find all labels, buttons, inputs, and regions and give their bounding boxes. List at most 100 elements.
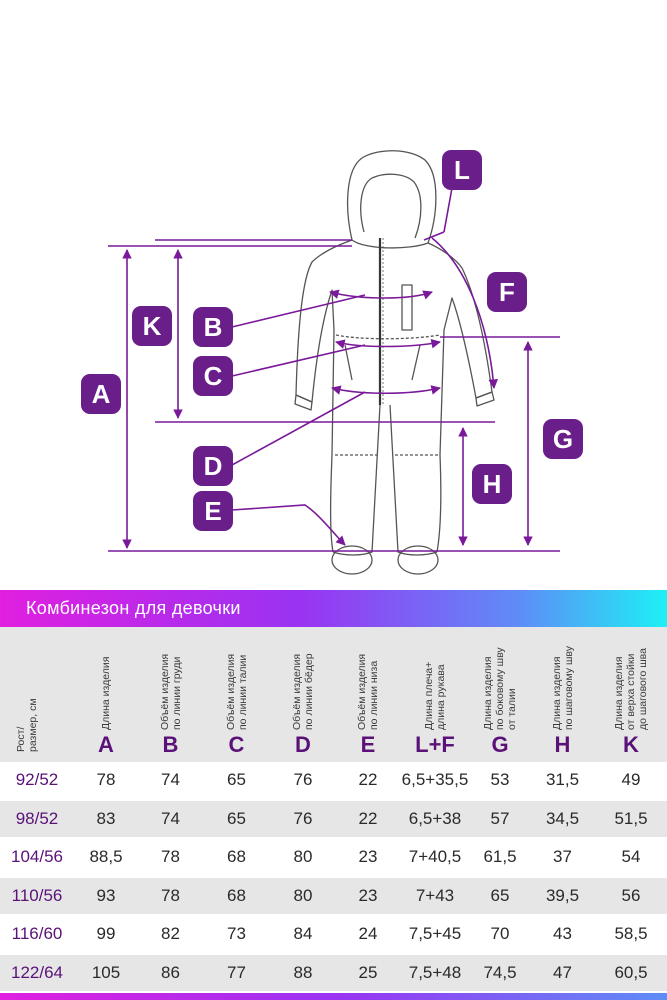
header-letter: B	[162, 732, 179, 757]
value-cell: 47	[553, 962, 572, 982]
badge-K: K	[132, 306, 172, 346]
header-description: Рост/ размер, см	[15, 698, 39, 752]
badge-label-C: C	[204, 361, 223, 391]
badge-F: F	[487, 272, 527, 312]
measurement-lines	[108, 187, 560, 552]
badge-label-H: H	[483, 469, 502, 499]
value-cell: 37	[553, 847, 572, 866]
value-cell: 22	[358, 770, 378, 789]
value-cell: 58,5	[614, 924, 648, 943]
value-cell: 7+43	[415, 885, 455, 905]
value-cell: 61,5	[483, 847, 517, 866]
header-description: Объём изделия по линии низа	[356, 653, 380, 730]
header-description: Длина изделия по боковому шву от талии	[482, 647, 518, 730]
value-cell: 70	[490, 924, 510, 943]
header-letter: D	[295, 732, 311, 757]
value-cell: 6,5+35,5	[401, 770, 469, 789]
value-cell: 65	[490, 885, 510, 905]
badge-label-K: K	[143, 311, 162, 341]
value-cell: 78	[161, 885, 180, 905]
value-cell: 65	[227, 808, 246, 828]
value-cell: 25	[358, 962, 378, 982]
value-cell: 74	[161, 770, 180, 789]
value-cell: 54	[621, 847, 641, 866]
badge-A: A	[81, 374, 121, 414]
bottom-gradient-bar	[0, 993, 667, 1000]
badge-L: L	[442, 150, 482, 190]
size-cell: 110/56	[11, 885, 63, 905]
badge-label-B: B	[204, 312, 223, 342]
header-letter: C	[228, 732, 245, 757]
value-cell: 68	[227, 885, 246, 905]
size-cell: 92/52	[15, 770, 59, 789]
value-cell: 7,5+45	[408, 924, 462, 943]
value-cell: 76	[293, 770, 313, 789]
value-cell: 34,5	[545, 808, 580, 828]
value-cell: 77	[227, 962, 246, 982]
badge-label-F: F	[499, 277, 515, 307]
header-description: Длина изделия по шаговому шву	[550, 646, 575, 730]
value-cell: 73	[227, 924, 246, 943]
badge-label-D: D	[204, 451, 223, 481]
value-cell: 86	[161, 962, 180, 982]
header-cell: Длина изделия от верха стойки до шаговог…	[595, 627, 667, 762]
badge-E: E	[193, 491, 233, 531]
value-cell: 6,5+38	[408, 808, 462, 828]
value-cell: 88	[293, 962, 313, 982]
value-cell: 68	[227, 847, 246, 866]
header-description: Длина плеча+ длина рукава	[423, 661, 447, 730]
badge-label-L: L	[454, 155, 470, 185]
value-cell: 65	[227, 770, 246, 789]
value-cell: 78	[96, 770, 116, 789]
value-cell: 53	[490, 770, 510, 789]
value-cell: 60,5	[614, 962, 648, 982]
badge-label-E: E	[204, 496, 221, 526]
product-title: Комбинезон для девочки	[26, 598, 241, 618]
header-description: Объём изделия по линии бёдер	[291, 653, 315, 730]
value-cell: 105	[91, 962, 121, 982]
size-cell: 104/56	[11, 847, 63, 866]
jumpsuit-drawing	[294, 150, 495, 575]
value-cell: 22	[358, 808, 378, 828]
value-cell: 82	[161, 924, 180, 943]
value-cell: 99	[96, 924, 116, 943]
header-letter: A	[98, 732, 114, 757]
header-letter: G	[491, 732, 509, 757]
value-cell: 49	[621, 770, 641, 789]
header-letter: K	[623, 732, 639, 757]
size-cell: 98/52	[15, 808, 59, 828]
size-cell: 122/64	[11, 962, 63, 982]
badge-H: H	[472, 464, 512, 504]
value-cell: 80	[293, 885, 313, 905]
value-cell: 24	[358, 924, 378, 943]
value-cell: 74	[161, 808, 180, 828]
value-cell: 88,5	[89, 847, 123, 866]
value-cell: 76	[293, 808, 313, 828]
jumpsuit-diagram: A K B C D E L F G H	[81, 150, 583, 575]
value-cell: 39,5	[545, 885, 580, 905]
value-cell: 84	[293, 924, 313, 943]
value-cell: 23	[358, 847, 378, 866]
header-description: Объём изделия по линии груди	[158, 653, 183, 730]
value-cell: 74,5	[483, 962, 517, 982]
header-letter: H	[554, 732, 571, 757]
value-cell: 57	[490, 808, 510, 828]
badge-G: G	[543, 419, 583, 459]
value-cell: 56	[621, 885, 641, 905]
size-cell: 116/60	[11, 924, 63, 943]
header-description: Объём изделия по линии талии	[224, 653, 249, 730]
value-cell: 31,5	[545, 770, 580, 789]
title-banner: Комбинезон для девочки	[0, 590, 667, 627]
value-cell: 23	[358, 885, 378, 905]
